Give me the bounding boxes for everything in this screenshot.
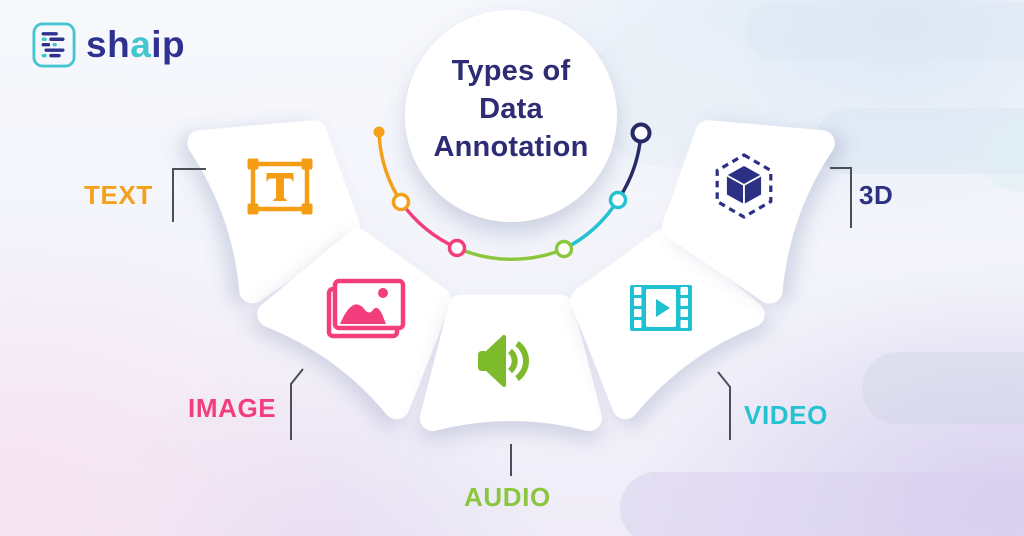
threed-petal-card [662,120,835,304]
category-label-image: IMAGE [188,393,277,423]
video-filmstrip-icon [630,285,692,331]
brand-logo-text: shaip [86,22,185,68]
cube-3d-icon [715,153,773,219]
logo-text-ip: ip [151,24,186,65]
category-label-text: TEXT [84,180,153,210]
center-circle [405,10,617,222]
threed-connector-line [830,167,852,228]
arc-nodes [373,122,652,259]
video-connector-line [717,371,731,440]
text-connector-line [172,168,206,222]
diagram-title: Types of Data Annotation [433,55,589,163]
arc-start-dot [373,126,385,138]
audio-petal-card [419,294,603,431]
logo-text-a: a [130,24,152,65]
background-pill [620,472,1024,536]
audio-speaker-icon [478,335,529,387]
arc-end-dot [630,122,652,144]
label-connectors [172,167,852,476]
arc-segment-pink [399,200,458,250]
category-label-video: VIDEO [744,400,828,430]
arc-segment-navy [616,132,643,201]
shaip-logo-icon [32,22,76,68]
text-petal-card [187,120,360,304]
image-connector-line [290,368,304,440]
arc-node-pink [447,238,467,258]
text-selection-icon [247,158,313,215]
brand-logo: shaip [32,22,185,68]
background-pill [745,2,1024,60]
category-label-audio: AUDIO [464,482,551,512]
arc-segment-orange [377,131,403,203]
arc-node-green [554,239,574,259]
logo-text-sh: sh [86,24,131,65]
arc-segment-green [456,246,565,262]
image-photos-icon [326,278,406,339]
arc-node-orange [391,192,411,212]
arc-node-teal [608,190,628,210]
background-pill [862,352,1024,424]
category-label-3d: 3D [859,180,894,210]
arc-segment-teal [563,199,620,251]
